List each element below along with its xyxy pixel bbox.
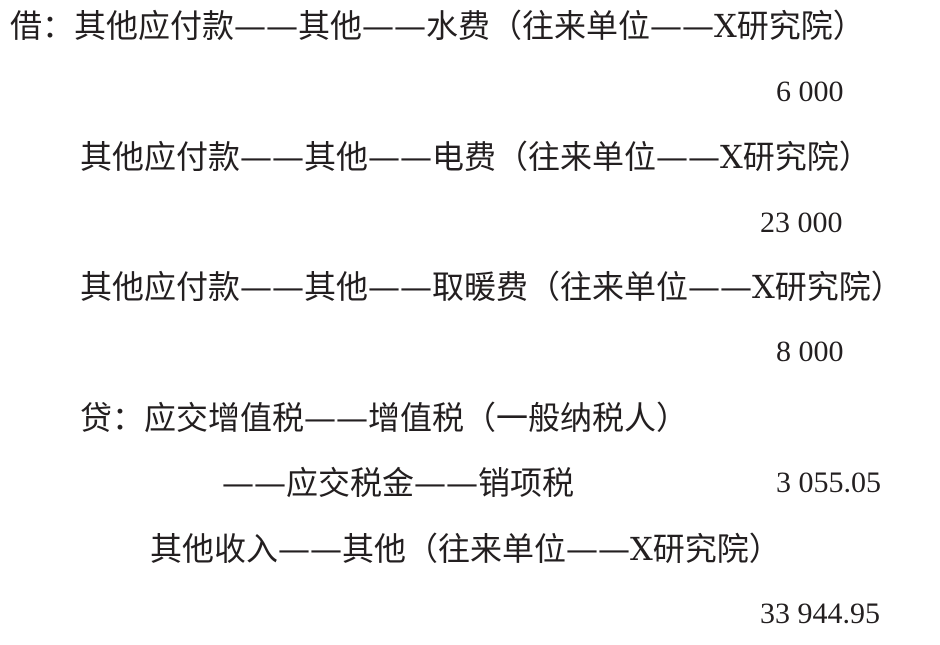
debit-amount-electricity-fee: 23 000 bbox=[760, 206, 843, 239]
credit-line-vat-subaccount: ——应交税金——销项税 bbox=[222, 464, 575, 502]
debit-line-heating-fee: 其他应付款——其他——取暖费（往来单位——X研究院） bbox=[80, 268, 903, 306]
debit-amount-heating-fee: 8 000 bbox=[776, 335, 844, 368]
debit-line-water-fee: 借：其他应付款——其他——水费（往来单位——X研究院） bbox=[10, 7, 865, 45]
debit-amount-water-fee: 6 000 bbox=[776, 75, 844, 108]
debit-line-electricity-fee: 其他应付款——其他——电费（往来单位——X研究院） bbox=[80, 138, 871, 176]
credit-line-other-income: 其他收入——其他（往来单位——X研究院） bbox=[150, 530, 781, 568]
credit-line-vat: 贷：应交增值税——增值税（一般纳税人） bbox=[80, 399, 689, 437]
credit-amount-vat: 3 055.05 bbox=[776, 466, 881, 499]
credit-amount-other-income: 33 944.95 bbox=[760, 597, 880, 630]
